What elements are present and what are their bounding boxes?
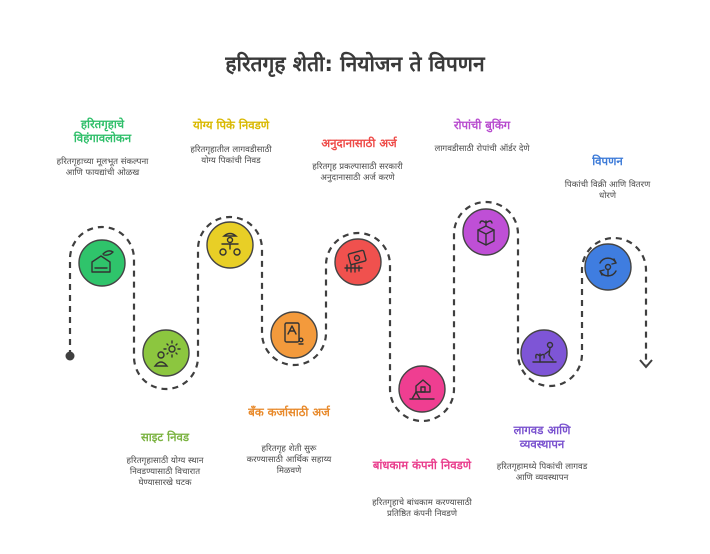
step-5-desc: हरितगृह प्रकल्पासाठी सरकारी अनुदानासाठी … — [312, 162, 403, 183]
box-plant-icon — [477, 220, 495, 246]
distribution-icon — [599, 257, 617, 277]
step-4-desc: हरितगृह शेती सुरू करण्यासाठी आर्थिक सहाय… — [246, 444, 332, 476]
step-node-8 — [520, 329, 568, 377]
step-3-desc: हरितगृहातील लागवडीसाठी योग्य पिकांची निव… — [190, 145, 272, 166]
construction-icon — [409, 379, 435, 400]
step-2-desc: हरितगृहासाठी योग्य स्थान निवडण्यासाठी वि… — [126, 456, 204, 488]
step-9-title: विपणन — [592, 154, 623, 168]
step-5-title: अनुदानासाठी अर्ज — [321, 136, 397, 150]
step-node-1 — [78, 239, 126, 287]
step-4-title: बँक कर्जासाठी अर्ज — [248, 405, 330, 419]
step-1-title: हरितगृहाचे विहंगावलोकन — [73, 117, 132, 145]
step-node-3 — [206, 221, 254, 269]
greenhouse-icon — [91, 250, 114, 273]
roadmap-path — [68, 200, 648, 423]
path-end-arrow — [639, 359, 653, 369]
step-node-7 — [462, 208, 510, 256]
step-1-desc: हरितगृहाच्या मूलभूत संकल्पना आणि फायद्या… — [56, 157, 149, 178]
step-7-desc: लागवडीसाठी रोपांची ऑर्डर देणे — [434, 144, 530, 154]
step-node-5 — [334, 238, 382, 286]
step-8-desc: हरितगृहामध्ये पिकांची लागवड आणि व्यवस्था… — [496, 462, 588, 483]
step-8-title: लागवड आणि व्यवस्थापन — [513, 423, 571, 451]
step-node-4 — [270, 311, 318, 359]
step-3-title: योग्य पिके निवडणे — [192, 118, 270, 132]
person-sun-icon — [153, 340, 181, 367]
step-9-desc: पिकांची विक्री आणि वितरण धोरणे — [564, 180, 651, 201]
step-7-title: रोपांची बुकिंग — [453, 118, 511, 132]
step-6-desc: हरितगृहाचे बांधकाम करण्यासाठी प्रतिष्ठित… — [372, 498, 472, 519]
farmer-icon — [219, 232, 241, 256]
planting-icon — [532, 341, 557, 363]
step-node-9 — [584, 243, 632, 291]
loan-form-icon — [284, 322, 304, 345]
diagram-title: हरितगृह शेती: नियोजन ते विपणन — [225, 52, 485, 76]
subsidy-money-icon — [344, 249, 367, 273]
step-node-2 — [142, 329, 190, 377]
step-6-title: बांधकाम कंपनी निवडणे — [372, 458, 472, 472]
step-node-6 — [398, 365, 446, 413]
path-start-dot — [65, 351, 75, 361]
step-2-title: साइट निवड — [140, 430, 190, 444]
